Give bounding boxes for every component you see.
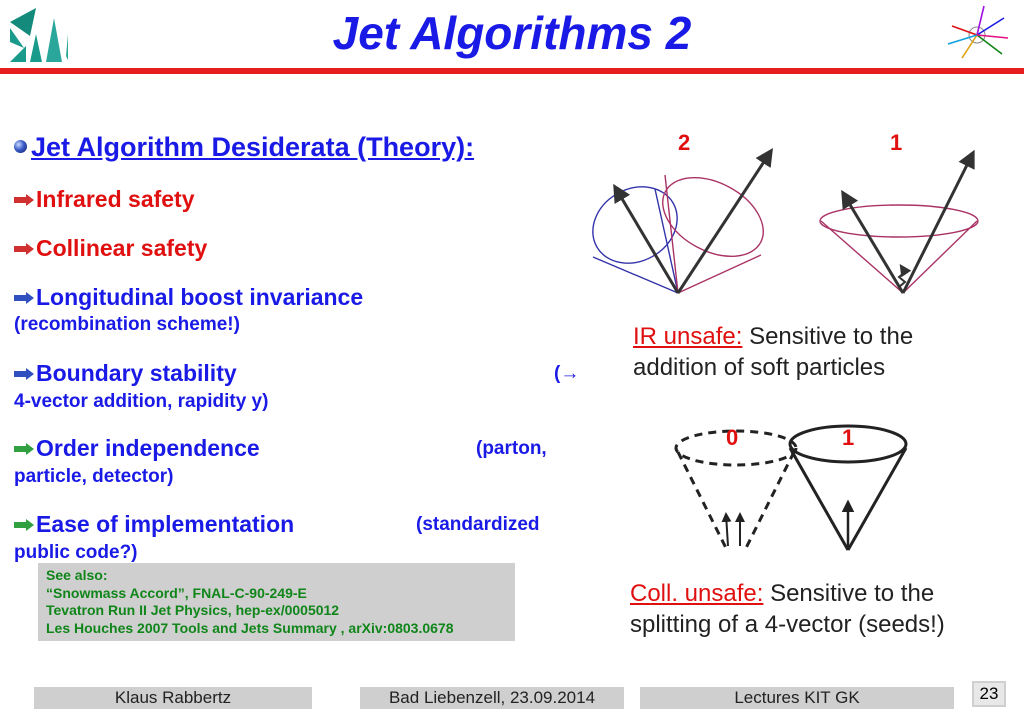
coll-label-0: 0 <box>726 425 739 450</box>
arrow-bullet-icon <box>14 443 34 455</box>
item-ease-of-implementation: Ease of implementation (standardized pub… <box>14 511 540 563</box>
ir-right-cone <box>819 149 979 294</box>
see-also-line: Les Houches 2007 Tools and Jets Summary … <box>46 619 454 636</box>
ir-left-cones <box>592 147 773 294</box>
collinear-unsafe-diagram <box>674 424 908 551</box>
coll-right-cone <box>788 424 908 551</box>
ir-label-1: 1 <box>890 130 903 155</box>
item-boost-invariance: Longitudinal boost invariance (recombina… <box>14 284 364 335</box>
arrow-bullet-icon <box>14 292 34 304</box>
see-also-line: See also: <box>46 567 108 583</box>
desiderata-heading: Jet Algorithm Desiderata (Theory): <box>14 132 474 163</box>
see-also-line: “Snowmass Accord”, FNAL-C-90-249-E <box>46 584 307 601</box>
coll-caption: Coll. unsafe: Sensitive to the splitting… <box>630 580 945 638</box>
arrow-bullet-icon <box>14 368 34 380</box>
footer-course: Lectures KIT GK <box>640 687 954 709</box>
footer-venue: Bad Liebenzell, 23.09.2014 <box>360 687 624 709</box>
arrow-bullet-icon <box>14 243 34 255</box>
ir-caption: IR unsafe: Sensitive to the addition of … <box>633 323 914 381</box>
slide-title: Jet Algorithms 2 <box>332 7 692 59</box>
coll-left-cone <box>674 429 798 549</box>
event-display-icon <box>944 4 1010 66</box>
item-order-independence: Order independence (parton, particle, de… <box>14 435 547 487</box>
item-infrared-safety: Infrared safety <box>14 186 195 213</box>
ir-label-2: 2 <box>678 130 691 155</box>
see-also-box: See also: “Snowmass Accord”, FNAL-C-90-2… <box>38 563 515 641</box>
item-collinear-safety: Collinear safety <box>14 235 207 262</box>
ir-unsafe-diagram <box>592 147 979 294</box>
item-boundary-stability: Boundary stability (→ 4-vector addition,… <box>14 360 580 412</box>
coll-label-1: 1 <box>842 425 855 450</box>
page-number: 23 <box>972 681 1006 707</box>
kit-logo <box>6 4 70 66</box>
bullet-icon <box>14 140 27 153</box>
arrow-bullet-icon <box>14 194 34 206</box>
see-also-line: Tevatron Run II Jet Physics, hep-ex/0005… <box>46 602 340 618</box>
footer-author: Klaus Rabbertz <box>34 687 312 709</box>
title-rule <box>0 68 1024 74</box>
arrow-bullet-icon <box>14 519 34 531</box>
